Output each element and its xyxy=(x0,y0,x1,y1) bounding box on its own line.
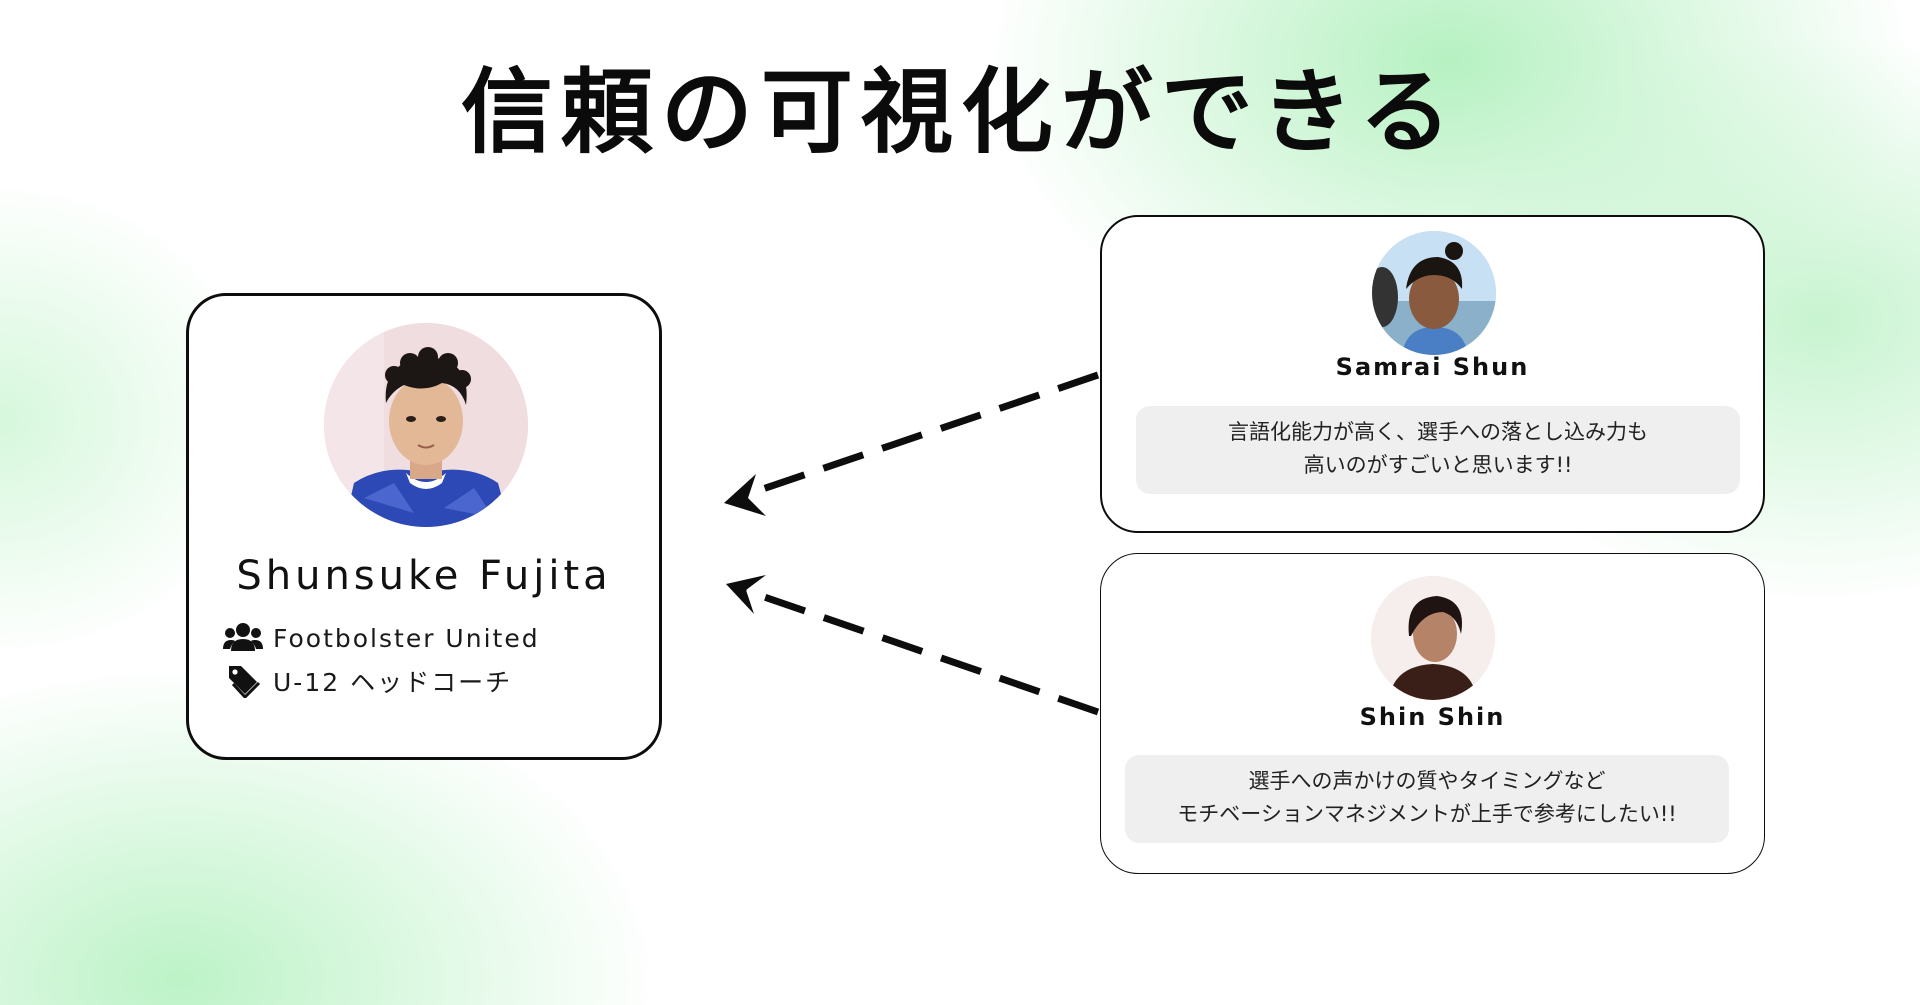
role-text: U-12 ヘッドコーチ xyxy=(273,663,512,699)
review-card: Shin Shin 選手への声かけの質やタイミングなど モチベーションマネジメン… xyxy=(1100,553,1765,874)
reviewer-name: Samrai Shun xyxy=(1102,353,1763,381)
arrowhead-icon xyxy=(726,575,766,614)
role-row: U-12 ヘッドコーチ xyxy=(223,663,512,699)
comment-line: 選手への声かけの質やタイミングなど xyxy=(1125,765,1729,798)
dashed-arrow-line xyxy=(744,590,1098,712)
review-card: Samrai Shun 言語化能力が高く、選手への落とし込み力も 高いのがすごい… xyxy=(1100,215,1765,533)
reviewer-avatar xyxy=(1371,576,1495,700)
tag-icon xyxy=(223,664,263,698)
reviewer-avatar xyxy=(1372,231,1496,355)
reviewer-name: Shin Shin xyxy=(1101,703,1764,731)
profile-card: Shunsuke Fujita Footbolster United U-12 … xyxy=(186,293,662,760)
users-icon xyxy=(223,621,263,655)
comment-line: 言語化能力が高く、選手への落とし込み力も xyxy=(1136,416,1740,449)
comment-line: 高いのがすごいと思います!! xyxy=(1136,449,1740,482)
dashed-arrow-line xyxy=(742,375,1098,496)
comment-line: モチベーションマネジメントが上手で参考にしたい!! xyxy=(1125,798,1729,831)
profile-name: Shunsuke Fujita xyxy=(189,553,659,599)
arrowhead-icon xyxy=(724,474,766,516)
team-row: Footbolster United xyxy=(223,621,540,655)
team-name: Footbolster United xyxy=(273,624,540,653)
profile-avatar xyxy=(324,323,528,527)
review-comment: 選手への声かけの質やタイミングなど モチベーションマネジメントが上手で参考にした… xyxy=(1125,755,1729,843)
page-title: 信頼の可視化ができる xyxy=(0,38,1920,171)
review-comment: 言語化能力が高く、選手への落とし込み力も 高いのがすごいと思います!! xyxy=(1136,406,1740,494)
